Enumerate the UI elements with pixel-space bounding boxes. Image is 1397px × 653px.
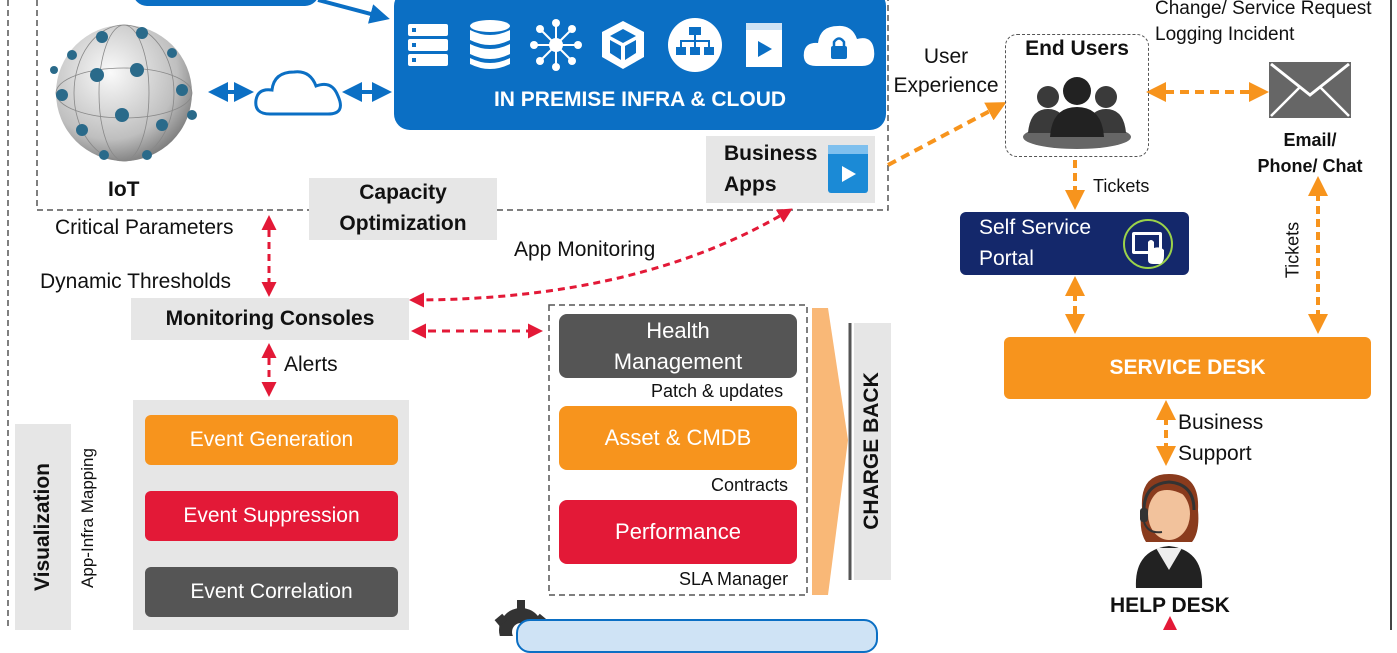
cloud-lock-icon (803, 25, 875, 66)
capacity-line2: Optimization (339, 212, 467, 235)
change-request-line1: Change/ Service Request (1155, 0, 1372, 19)
asset-cmdb-box: Asset & CMDB (559, 406, 797, 470)
infra-title: IN PREMISE INFRA & CLOUD (493, 88, 787, 111)
change-request-line2: Logging Incident (1155, 24, 1295, 45)
service-desk-box: SERVICE DESK (1004, 337, 1371, 399)
database-icon (470, 20, 510, 69)
email-line2: Phone/ Chat (1257, 156, 1363, 176)
cloud-icon (252, 62, 346, 125)
help-desk-label: HELP DESK (1110, 594, 1230, 617)
monitoring-consoles-label: Monitoring Consoles (165, 307, 375, 330)
business-apps-line2: Apps (724, 173, 777, 196)
iot-label: IoT (108, 178, 140, 201)
event-generation-box: Event Generation (145, 415, 398, 465)
arrow-top-to-infra (317, 0, 390, 24)
monitoring-consoles-box: Monitoring Consoles (131, 298, 409, 340)
users-group-icon (1023, 77, 1131, 149)
contracts-label: Contracts (711, 475, 789, 495)
user-experience-line2: Experience (893, 74, 999, 97)
tickets-label-2: Tickets (1282, 221, 1303, 279)
app-window-icon (828, 145, 868, 193)
server-rack-icon (408, 24, 448, 66)
email-label: Email/ Phone/ Chat (1246, 127, 1374, 179)
touch-screen-icon (1123, 219, 1173, 269)
end-users-label: End Users (1025, 37, 1129, 60)
business-support-line1: Business (1178, 411, 1264, 434)
visualization-subtitle: App-Infra Mapping (78, 448, 97, 588)
app-monitoring-label: App Monitoring (514, 238, 656, 261)
user-experience-line1: User (923, 45, 969, 68)
network-topology-icon (668, 18, 722, 72)
envelope-icon (1269, 62, 1351, 118)
sla-manager-label: SLA Manager (679, 569, 789, 589)
email-line1: Email/ (1283, 130, 1337, 150)
self-service-line1: Self Service (979, 216, 1092, 239)
charge-back-label: CHARGE BACK (860, 372, 883, 530)
bottom-partial-box (516, 619, 878, 653)
management-region-outline (548, 304, 808, 596)
event-suppression-box: Event Suppression (145, 491, 398, 541)
capacity-line1: Capacity (359, 181, 447, 204)
change-request-label: Change/ Service Request Logging Incident (1155, 0, 1372, 48)
capacity-optimization-box: Capacity Optimization (309, 178, 497, 240)
arrow-apps-endusers (887, 102, 1007, 167)
virtual-cube-icon (602, 21, 644, 69)
app-window-icon (746, 23, 782, 67)
performance-box: Performance (559, 500, 797, 564)
health-management-box: Health Management (559, 314, 797, 378)
health-line1: Health (646, 318, 710, 343)
patch-updates-label: Patch & updates (651, 381, 784, 401)
self-service-portal-box: Self Service Portal (960, 212, 1189, 275)
iot-globe-icon (42, 15, 207, 175)
alerts-label: Alerts (284, 353, 338, 376)
arrow-app-monitoring (409, 208, 793, 308)
dynamic-thresholds-label: Dynamic Thresholds (40, 270, 232, 293)
business-support-label: Business Support (1178, 407, 1263, 469)
charge-back-panel: CHARGE BACK (854, 323, 891, 580)
business-apps-box: Business Apps (706, 136, 875, 203)
helpdesk-agent-icon (1135, 474, 1203, 588)
business-apps-line1: Business (724, 142, 818, 165)
business-support-line2: Support (1178, 442, 1252, 465)
critical-parameters-label: Critical Parameters (55, 216, 234, 239)
infra-icon-row (406, 10, 876, 80)
self-service-line2: Portal (979, 247, 1034, 270)
top-partial-box (133, 0, 319, 6)
event-correlation-box: Event Correlation (145, 567, 398, 617)
network-hub-icon (530, 19, 582, 71)
end-users-box: End Users (1005, 34, 1149, 157)
tickets-label-1: Tickets (1093, 176, 1150, 196)
health-line2: Management (613, 349, 743, 374)
visualization-title-panel: Visualization (15, 424, 71, 630)
visualization-title: Visualization (31, 463, 54, 591)
user-experience-label: User Experience (890, 42, 1002, 100)
charge-back-arrow (812, 308, 848, 595)
infra-cloud-box: IN PREMISE INFRA & CLOUD (394, 0, 886, 130)
